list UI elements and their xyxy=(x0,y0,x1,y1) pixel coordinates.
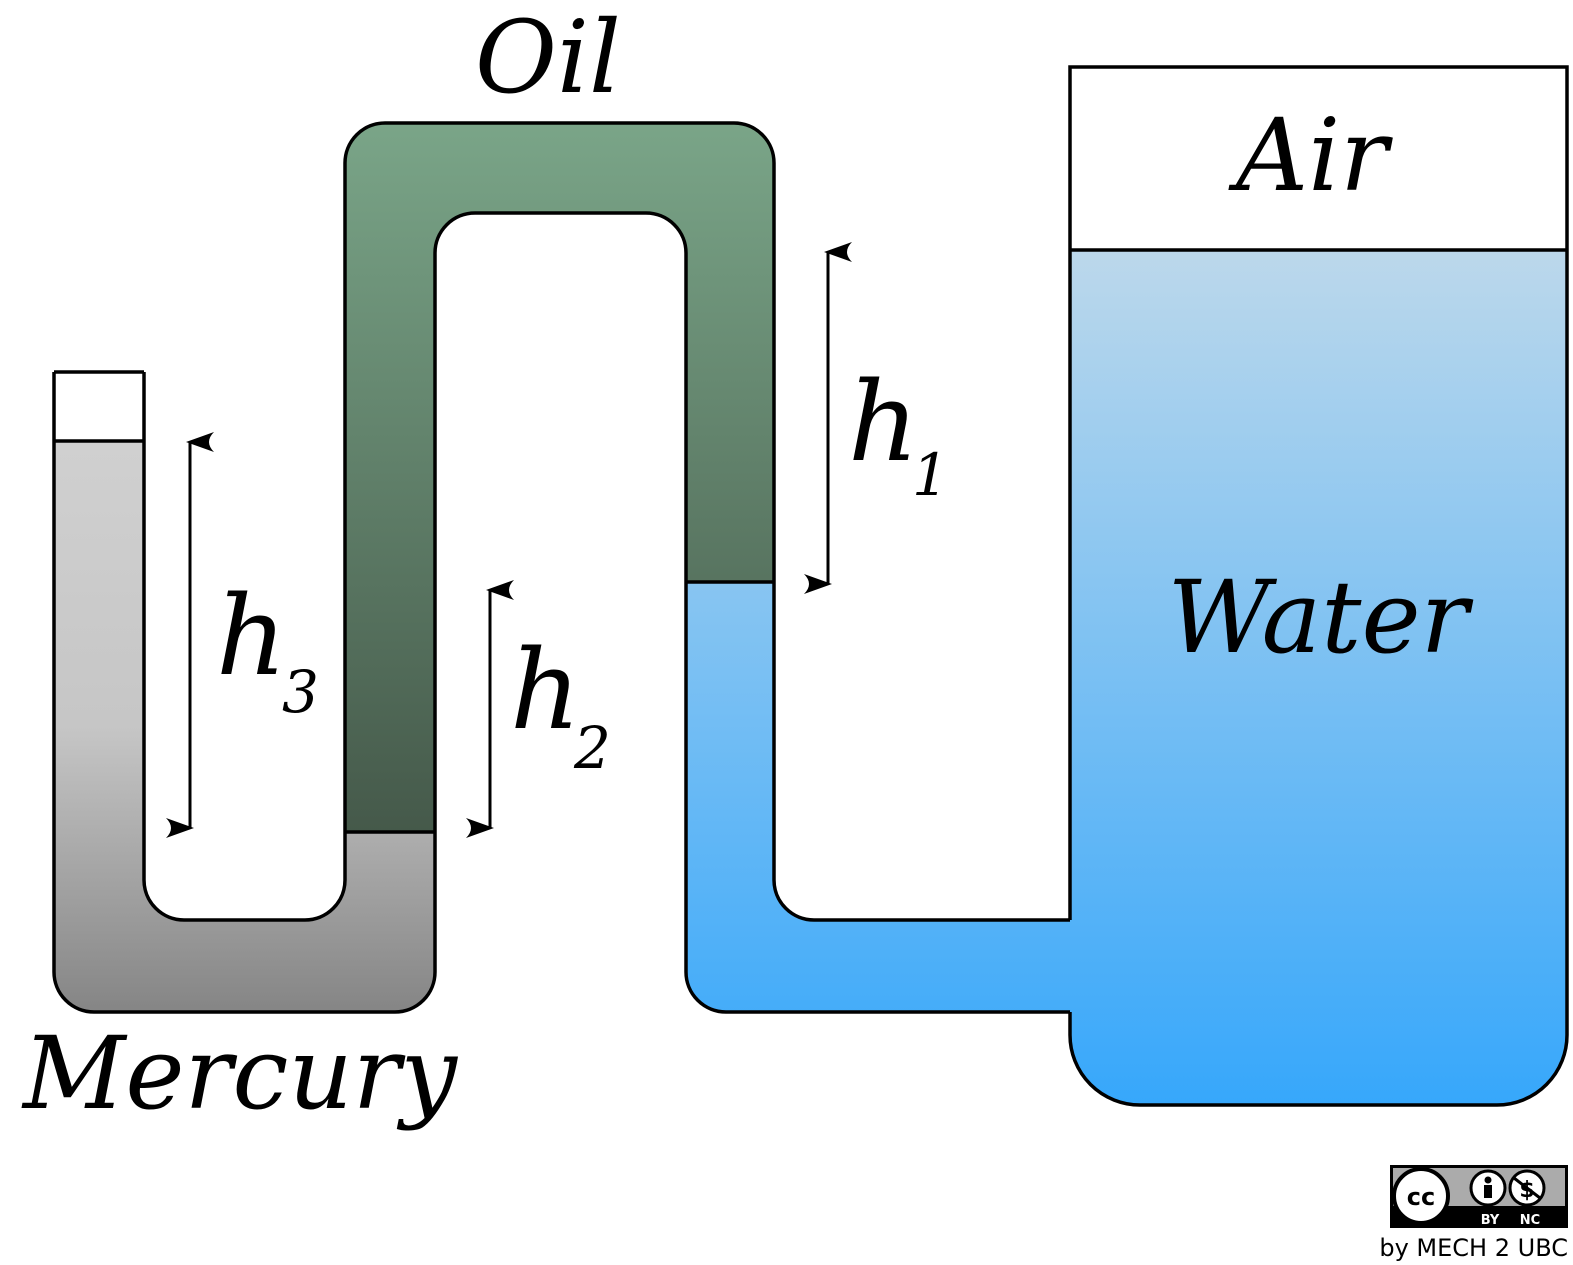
tank-outline xyxy=(1068,65,1569,1107)
cc-by-nc-badge: cc $ BY NC xyxy=(1390,1165,1568,1228)
tube-outer-outline xyxy=(52,211,1070,1014)
by-text: BY xyxy=(1481,1213,1500,1228)
h1-subscript: 1 xyxy=(912,441,949,509)
mercury-label: Mercury xyxy=(21,1015,459,1132)
h1-label: h xyxy=(848,358,919,486)
h2-subscript: 2 xyxy=(573,714,611,782)
credit-text: by MECH 2 UBC xyxy=(1379,1234,1568,1262)
tube-inner-outline xyxy=(142,121,1070,922)
h3-label: h xyxy=(216,572,287,700)
cc-text: cc xyxy=(1407,1183,1435,1211)
h2-label: h xyxy=(510,626,581,754)
air-region xyxy=(1070,67,1567,250)
water-fill xyxy=(686,250,1567,1105)
mercury-open-top xyxy=(54,372,144,441)
mercury-fill xyxy=(54,441,435,1012)
oil-fill xyxy=(345,123,774,832)
water-label: Water xyxy=(1168,559,1474,676)
air-label: Air xyxy=(1228,97,1393,214)
oil-label: Oil xyxy=(475,0,621,116)
h3-subscript: 3 xyxy=(282,658,319,726)
nc-text: NC xyxy=(1520,1213,1540,1228)
